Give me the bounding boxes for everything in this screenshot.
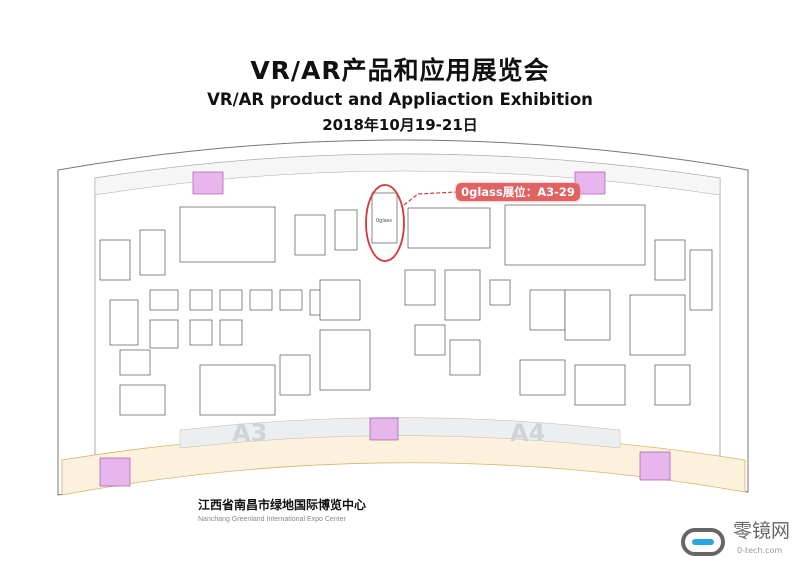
- highlight-booth-label: 0glass: [376, 218, 392, 224]
- title-en: VR/AR product and Appliaction Exhibition: [207, 90, 593, 109]
- top-strip: [94, 153, 721, 196]
- exhibition-date: 2018年10月19-21日: [322, 116, 478, 134]
- venue-name-cn: 江西省南昌市绿地国际博览中心: [198, 498, 367, 512]
- highlight-oval: [365, 184, 405, 262]
- service-areas: [99, 171, 671, 487]
- hall-label-a4: A4: [510, 419, 546, 447]
- callout-line: [403, 191, 457, 206]
- title-cn: VR/AR产品和应用展览会: [250, 56, 550, 85]
- watermark-name: 零镜网: [733, 520, 791, 542]
- booth-callout: 0glass展位：A3-29: [456, 183, 580, 201]
- watermark-url: 0-tech.com: [737, 546, 783, 555]
- watermark-logo-icon: [681, 528, 725, 556]
- venue-name-en: Nanchang Greenland International Expo Ce…: [198, 516, 346, 523]
- hall-band: [179, 417, 621, 449]
- hall-label-a3: A3: [232, 419, 268, 447]
- booths: [99, 192, 713, 416]
